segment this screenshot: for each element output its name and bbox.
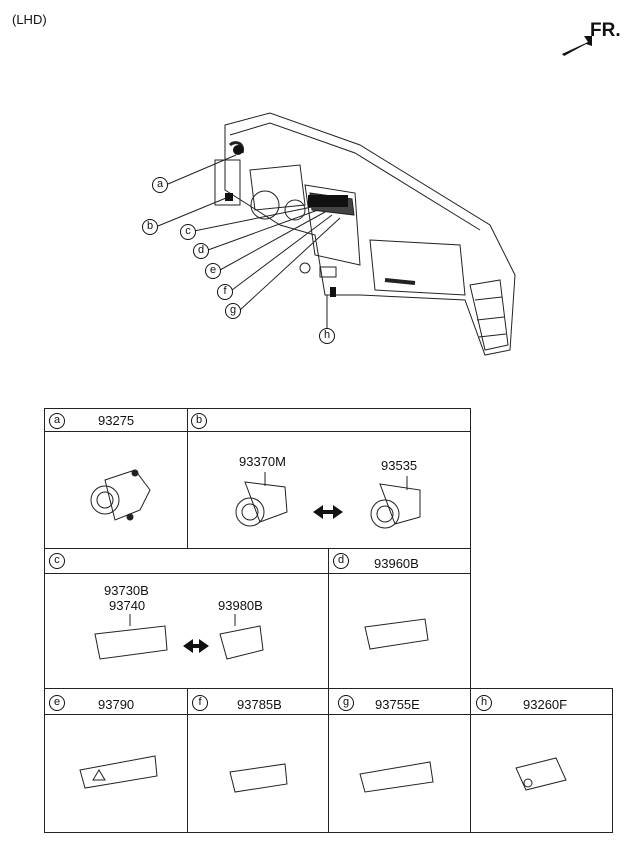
callout-h: h — [319, 328, 335, 344]
cell-b-letter: b — [191, 413, 207, 429]
callout-d: d — [193, 243, 209, 259]
cell-e-part: 93790 — [98, 697, 135, 712]
switch-illustration — [235, 472, 421, 529]
switch-illustration — [79, 755, 158, 789]
switch-illustration — [515, 757, 567, 791]
dashboard-illustration — [214, 112, 516, 356]
double-arrow-icon — [313, 505, 343, 519]
cell-d-part: 93960B — [374, 556, 419, 571]
switch-illustration — [90, 469, 151, 521]
cell-c-letter: c — [49, 553, 65, 569]
switch-illustration — [364, 618, 429, 650]
switch-illustration — [94, 614, 264, 660]
cell-h-letter: h — [476, 695, 492, 711]
cell-g-letter: g — [338, 695, 354, 711]
drive-side-note: (LHD) — [12, 12, 47, 27]
cell-h-part: 93260F — [523, 697, 568, 712]
cell-c-left-part-1: 93730B — [104, 583, 149, 598]
switch-illustration — [359, 761, 434, 793]
callout-f: f — [217, 284, 233, 300]
double-arrow-icon — [183, 639, 209, 653]
front-label: FR. — [590, 20, 621, 41]
cell-a-letter: a — [49, 413, 65, 429]
cell-f-part: 93785B — [237, 697, 282, 712]
cell-b-left-part: 93370M — [239, 454, 286, 469]
switch-illustration — [229, 763, 288, 793]
callout-e: e — [205, 263, 221, 279]
cell-c-left-part-2: 93740 — [109, 598, 146, 613]
cell-c-right-part: 93980B — [218, 598, 263, 613]
cell-d-letter: d — [333, 553, 349, 569]
callout-a: a — [152, 177, 168, 193]
cell-e-letter: e — [49, 695, 65, 711]
cell-f-letter: f — [192, 695, 208, 711]
callout-b: b — [142, 219, 158, 235]
callout-c: c — [180, 224, 196, 240]
callout-g: g — [225, 303, 241, 319]
cell-a-part: 93275 — [98, 413, 135, 428]
front-arrow-icon — [562, 36, 592, 56]
cell-b-right-part: 93535 — [381, 458, 418, 473]
cell-g-part: 93755E — [375, 697, 420, 712]
